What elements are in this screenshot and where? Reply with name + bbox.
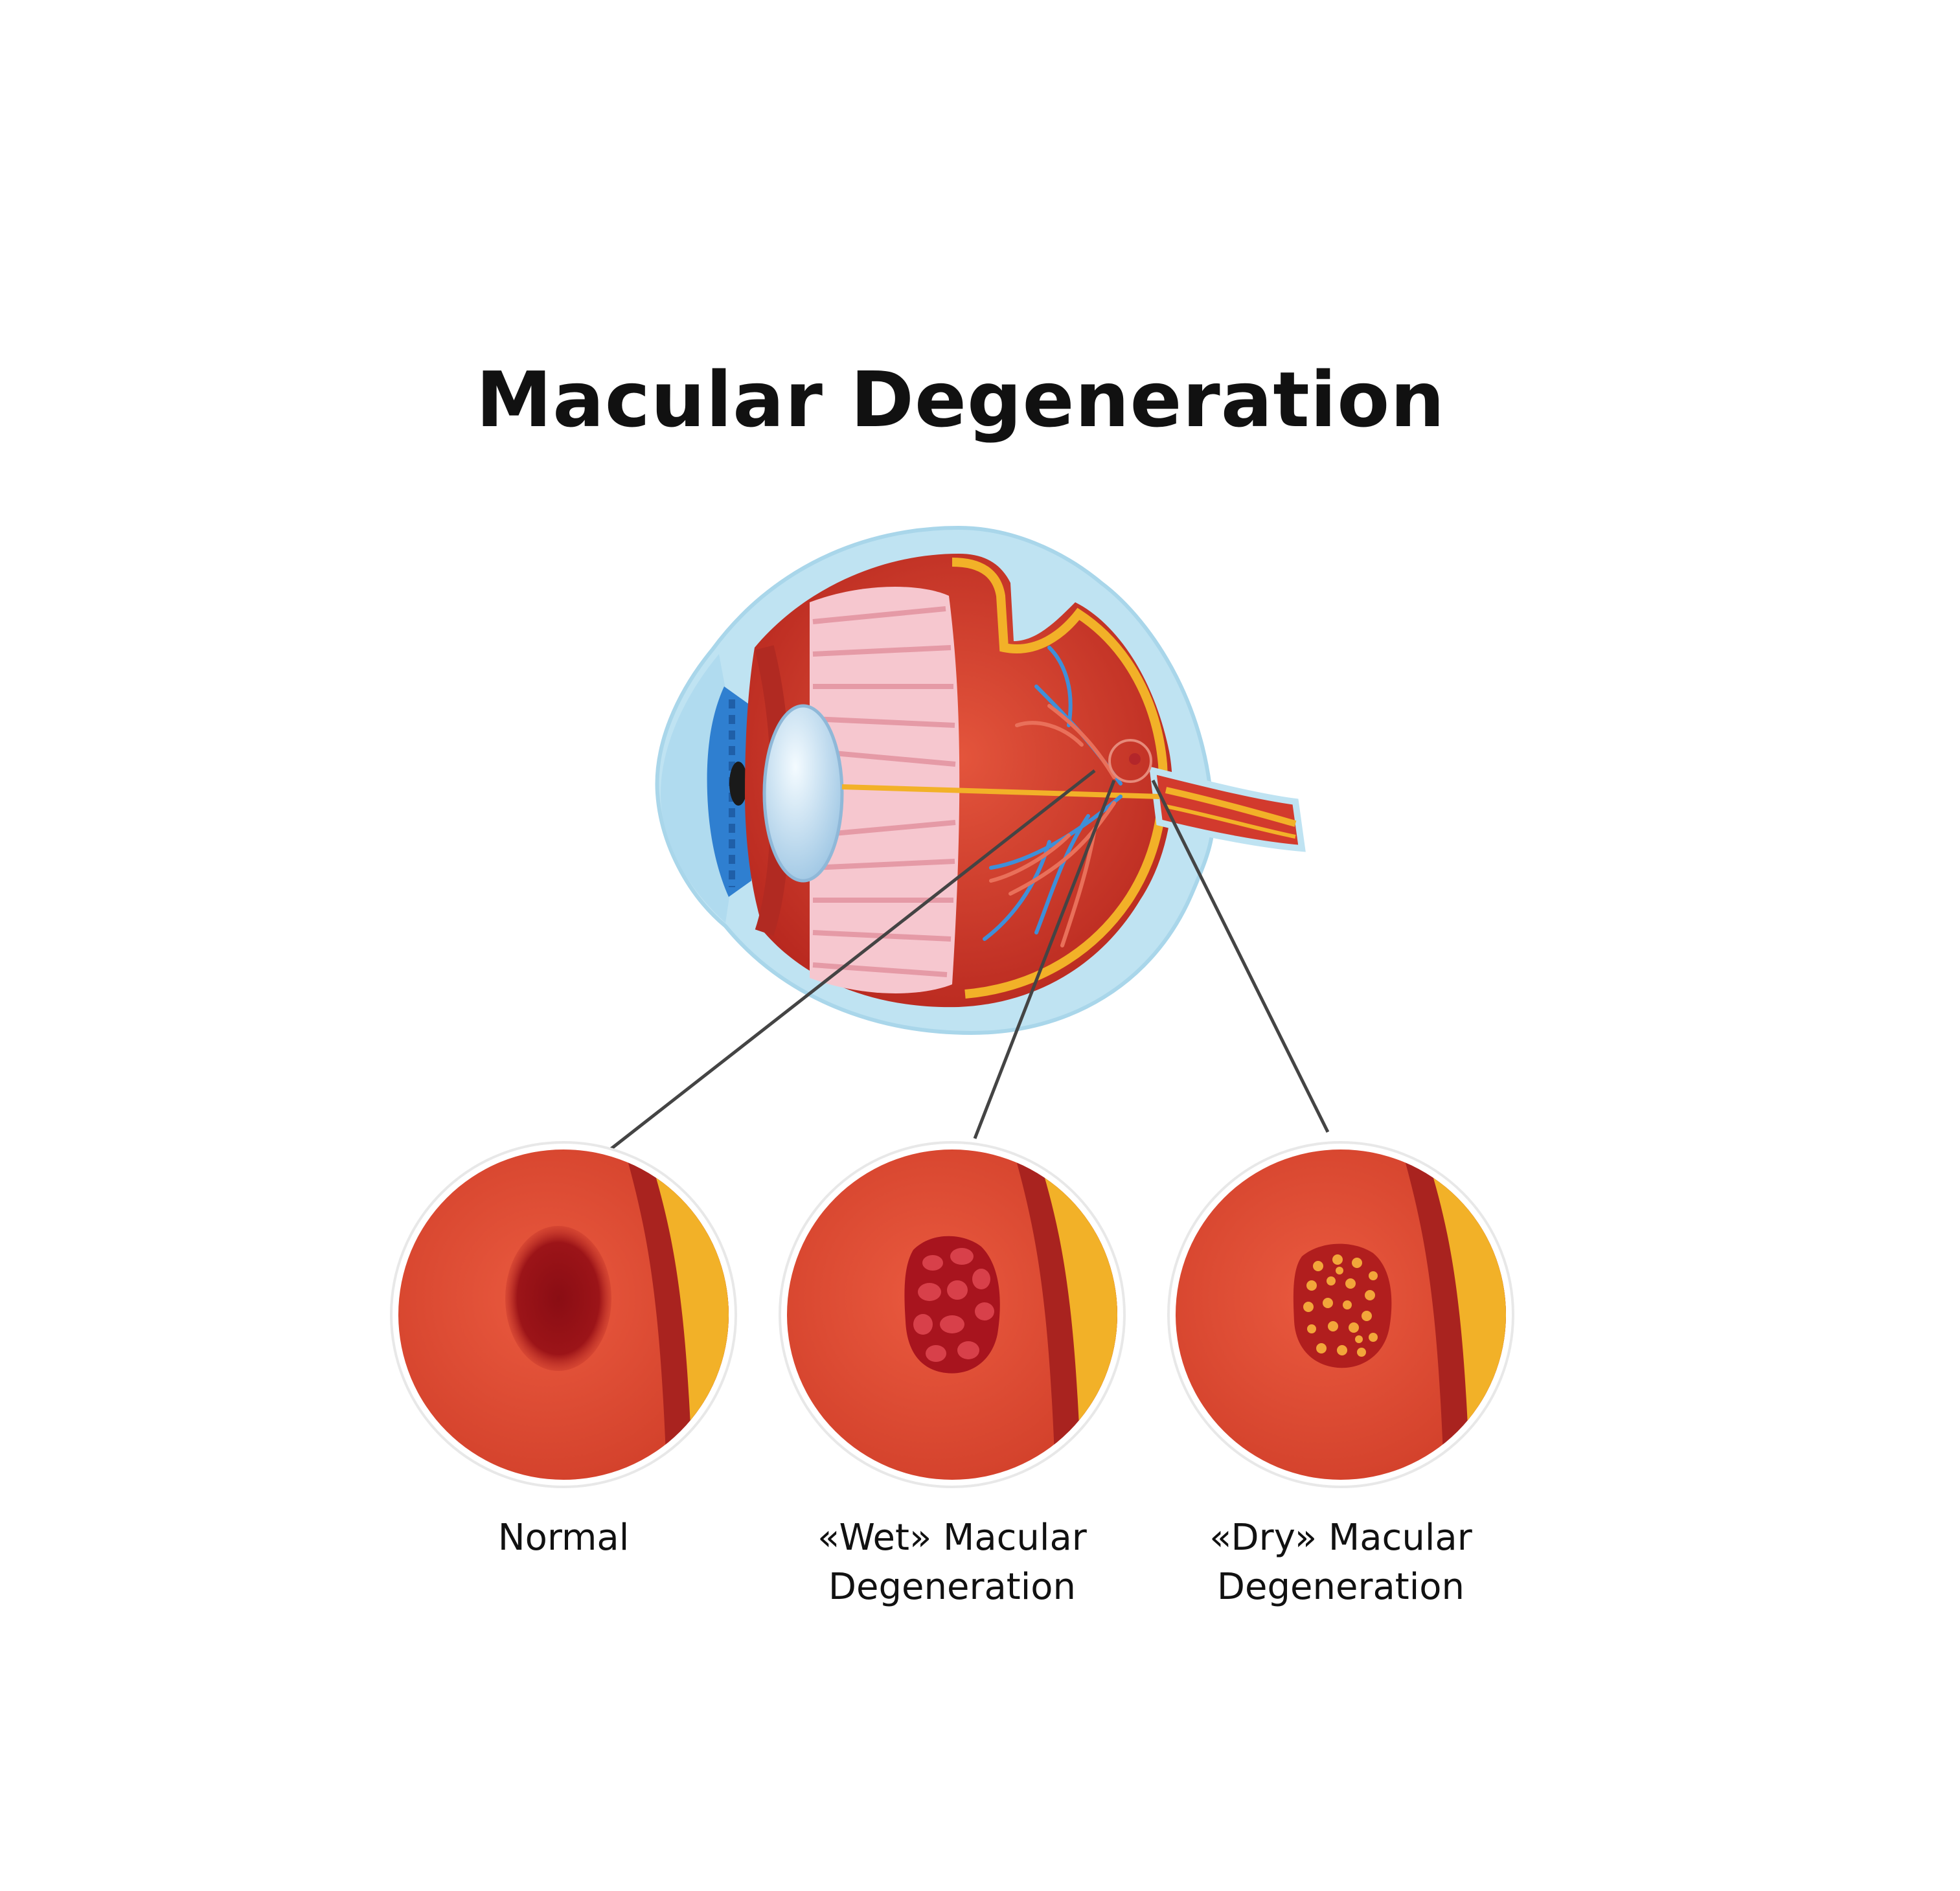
- lesion-wet: [904, 1236, 1000, 1374]
- retina-layer: [952, 558, 1168, 999]
- caption-dry: «Dry» Macular Degeneration: [1134, 1513, 1548, 1612]
- caption-normal-line-1: Normal: [497, 1517, 630, 1559]
- retinal-vessels: [983, 646, 1122, 947]
- detail-circle-normal: [390, 1141, 737, 1488]
- caption-normal: Normal: [356, 1513, 771, 1563]
- pointer-line-dry: [1151, 779, 1330, 1133]
- macula-highlight: [1108, 739, 1152, 783]
- diagram-title: Macular Degeneration: [475, 355, 1446, 444]
- eye-cross-section: [655, 525, 1306, 1036]
- lesion-dry: [1293, 1243, 1392, 1368]
- optic-nerve: [1149, 766, 1306, 852]
- iris: [707, 686, 751, 897]
- pointer-line-wet: [973, 780, 1116, 1139]
- caption-wet: «Wet» Macular Degeneration: [745, 1513, 1159, 1612]
- detail-circle-wet: [779, 1141, 1126, 1488]
- macula-normal: [505, 1226, 611, 1371]
- pointer-lines: [609, 769, 1330, 1151]
- caption-wet-line-2: Degeneration: [828, 1566, 1077, 1608]
- pupil: [729, 762, 747, 806]
- lens: [762, 704, 844, 883]
- caption-dry-line-2: Degeneration: [1216, 1566, 1465, 1608]
- pointer-line-normal: [609, 769, 1096, 1151]
- caption-wet-line-1: «Wet» Macular: [817, 1517, 1087, 1559]
- detail-circle-dry: [1167, 1141, 1514, 1488]
- caption-dry-line-1: «Dry» Macular: [1209, 1517, 1472, 1559]
